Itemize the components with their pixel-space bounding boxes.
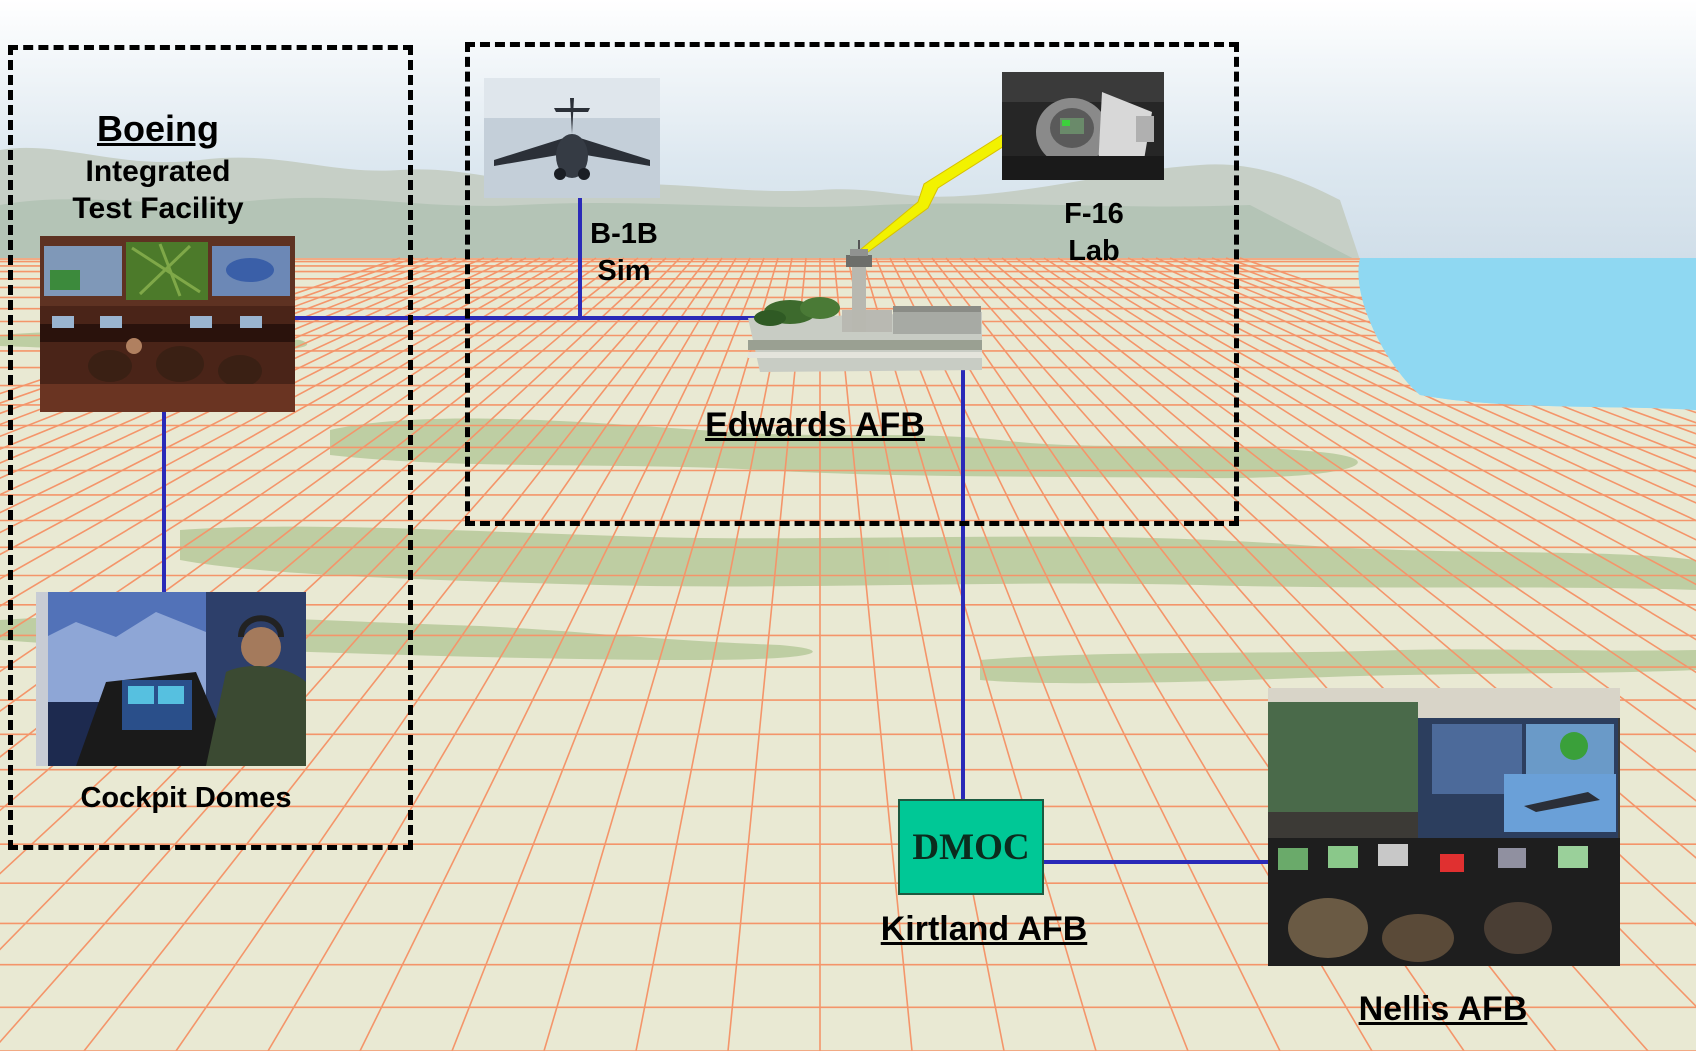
grid-line-converging bbox=[889, 257, 1281, 1051]
edwards-afb-label: Edwards AFB bbox=[705, 406, 925, 444]
f16-label-line1: F-16 bbox=[1064, 198, 1124, 230]
grid-line-converging bbox=[0, 257, 695, 1044]
grid-line-converging bbox=[635, 257, 793, 1051]
grid-line-converging bbox=[861, 257, 1097, 1051]
f16-lab-image bbox=[1002, 72, 1164, 180]
grid-line-converging bbox=[847, 257, 1005, 1051]
grid-line-converging bbox=[0, 257, 569, 580]
grid-line-converging bbox=[833, 257, 913, 1051]
grid-line-converging bbox=[267, 257, 737, 1051]
grid-line-converging bbox=[1099, 257, 1696, 562]
grid-line-converging bbox=[727, 257, 807, 1051]
grid-line-converging bbox=[1015, 257, 1696, 753]
grid-line-converging bbox=[0, 257, 611, 673]
grid-line-converging bbox=[973, 257, 1696, 927]
grid-line-converging bbox=[1127, 257, 1696, 522]
grid-line-converging bbox=[1043, 257, 1696, 674]
grid-line-converging bbox=[359, 257, 751, 1051]
edwards-group-box bbox=[465, 42, 1239, 526]
grid-line-converging bbox=[0, 257, 583, 607]
nellis-ops-center-image bbox=[1268, 688, 1620, 966]
grid-line-converging bbox=[1085, 257, 1696, 586]
grid-line-converging bbox=[1029, 257, 1696, 711]
edwards-base-illustration bbox=[748, 240, 982, 372]
boeing-title: Boeing bbox=[97, 108, 219, 149]
b1b-label-line2: Sim bbox=[597, 255, 651, 287]
grid-line-converging bbox=[1057, 257, 1696, 641]
cockpit-domes-label: Cockpit Domes bbox=[80, 782, 292, 814]
kirtland-afb-label: Kirtland AFB bbox=[880, 910, 1088, 948]
grid-line-converging bbox=[0, 257, 415, 404]
grid-line-converging bbox=[1113, 257, 1696, 541]
grid-line-converging bbox=[1001, 257, 1696, 802]
grid-line-converging bbox=[0, 257, 555, 556]
grid-line-converging bbox=[175, 257, 723, 1051]
boeing-group-box bbox=[8, 45, 413, 850]
grid-line-converging bbox=[83, 257, 709, 1051]
grid-line-converging bbox=[1071, 257, 1696, 612]
f16-label-line2: Lab bbox=[1068, 235, 1120, 267]
boeing-control-room-image bbox=[40, 236, 295, 412]
grid-line-converging bbox=[0, 257, 597, 638]
nellis-afb-label: Nellis AFB bbox=[1358, 990, 1528, 1028]
dmoc-node: DMOC bbox=[898, 799, 1044, 895]
grid-line-converging bbox=[451, 257, 765, 1051]
grid-line-converging bbox=[543, 257, 779, 1051]
grid-line-converging bbox=[875, 257, 1189, 1051]
network-links bbox=[162, 198, 1268, 864]
boeing-subtitle-line2: Test Facility bbox=[72, 192, 244, 225]
b1b-sim-image bbox=[484, 78, 660, 198]
b1b-label-line1: B-1B bbox=[590, 218, 658, 250]
boeing-subtitle-line1: Integrated bbox=[85, 155, 231, 188]
grid-line-converging bbox=[987, 257, 1696, 859]
cockpit-domes-image bbox=[36, 592, 306, 766]
